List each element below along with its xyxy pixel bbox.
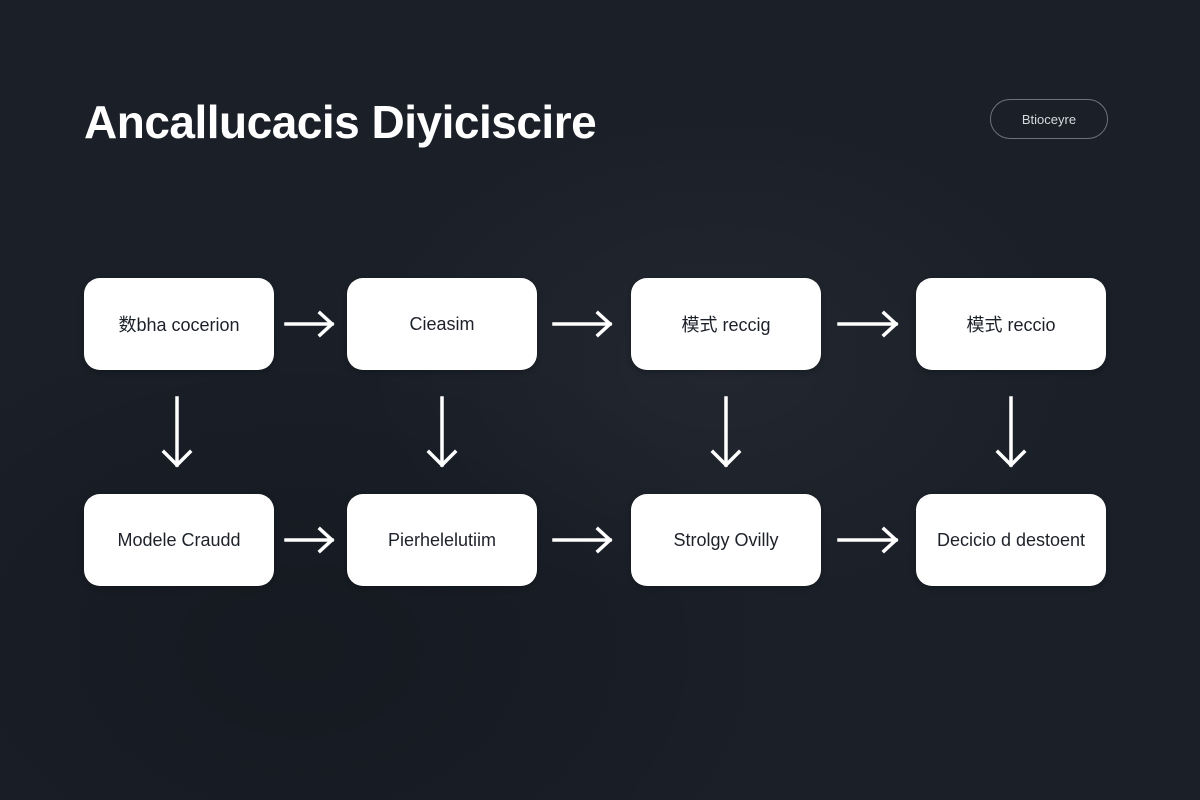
node-r2-c1: Modele Craudd: [84, 494, 274, 586]
arrow-right-icon: [284, 310, 335, 338]
node-r1-c4: 模式 reccio: [916, 278, 1106, 370]
browse-button[interactable]: Btioceyre: [990, 99, 1108, 139]
arrow-right-icon: [284, 526, 335, 554]
arrow-right-icon: [552, 526, 613, 554]
page-title: Ancallucacis Diyiciscire: [84, 96, 597, 148]
node-r1-c2: Cieasim: [347, 278, 537, 370]
arrow-right-icon: [837, 310, 899, 338]
arrow-down-icon: [995, 396, 1027, 468]
node-r2-c2: Pierhelelutiim: [347, 494, 537, 586]
arrow-down-icon: [426, 396, 458, 468]
arrow-down-icon: [710, 396, 742, 468]
node-r1-c1: 数bha cocerion: [84, 278, 274, 370]
node-r1-c3: 模式 reccig: [631, 278, 821, 370]
arrow-down-icon: [161, 396, 193, 468]
node-r2-c3: Strolgy Ovilly: [631, 494, 821, 586]
node-r2-c4: Decicio d destoent: [916, 494, 1106, 586]
arrow-right-icon: [552, 310, 613, 338]
arrow-right-icon: [837, 526, 899, 554]
